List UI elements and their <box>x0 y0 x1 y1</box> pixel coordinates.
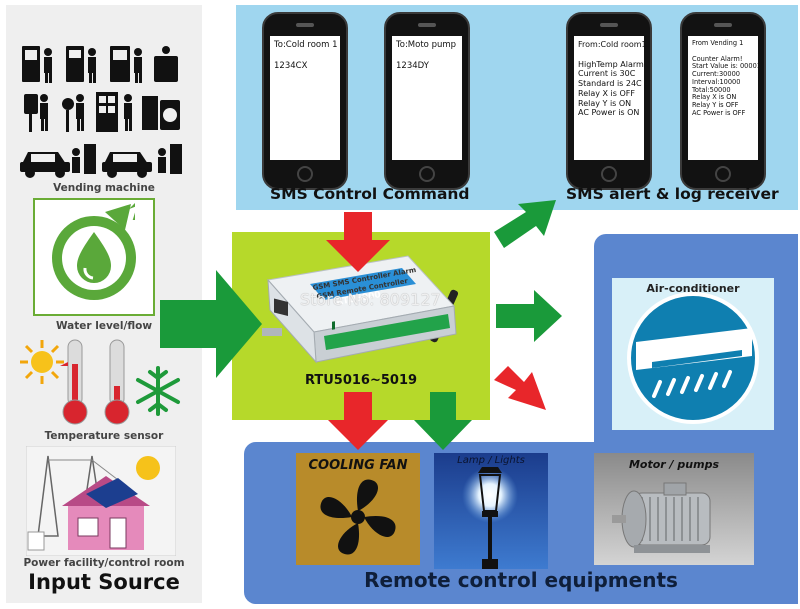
arrow-controller-to-alert <box>494 200 556 248</box>
sms-line: Interval:10000 <box>692 77 741 86</box>
home-button <box>715 166 731 182</box>
lamp-icon <box>434 453 548 569</box>
remote-equipment-title: Remote control equipments <box>364 568 678 592</box>
sms-line: Start Value is: 00001 <box>692 62 758 71</box>
sms-line: Counter Alarm! <box>692 54 743 63</box>
sms-line: AC Power is ON <box>578 108 640 118</box>
sms-line: Total:50000 <box>692 85 731 94</box>
sms-line: To:Cold room 1 <box>274 40 338 50</box>
motor-pump-label: Motor / pumps <box>628 458 719 471</box>
home-button <box>419 166 435 182</box>
sms-line: Standard is 24C <box>578 79 642 88</box>
temperature-sensor-label: Temperature sensor <box>44 430 164 442</box>
store-watermark: Store No: 809127 <box>300 290 441 309</box>
sms-control-title: SMS Control Command <box>270 185 470 203</box>
phone-alert-2: From Vending 1 Counter Alarm! Start Valu… <box>680 12 766 190</box>
sms-line: To:Moto pump <box>396 40 457 50</box>
sms-line: Relay Y is ON <box>578 98 632 108</box>
power-facility-label: Power facility/control room <box>23 557 185 569</box>
phone-control-2: To:Moto pump 1234DY <box>384 12 470 190</box>
cooling-fan-icon <box>296 453 420 565</box>
cooling-fan-label: COOLING FAN <box>308 458 408 473</box>
sms-line: AC Power is OFF <box>692 108 746 117</box>
phone-screen: From Vending 1 Counter Alarm! Start Valu… <box>688 36 758 160</box>
arrow-controller-to-motor <box>494 366 546 410</box>
arrow-input-to-controller <box>160 270 262 378</box>
sms-line: Current:30000 <box>692 70 740 79</box>
sms-line: 1234DY <box>396 60 429 71</box>
vending-machine-icon <box>20 46 182 178</box>
air-conditioner-icon <box>612 278 774 430</box>
controller-model-label: RTU5016~5019 <box>304 373 418 388</box>
sms-line: Relay X is ON <box>692 93 737 102</box>
home-button <box>297 166 313 182</box>
air-conditioner-label: Air-conditioner <box>646 282 740 295</box>
water-level-label: Water level/flow <box>55 320 153 332</box>
sms-line: From:Cold room1 <box>578 40 644 49</box>
sms-line: From Vending 1 <box>692 39 744 47</box>
phone-control-1: To:Cold room 1 1234CX <box>262 12 348 190</box>
gsm-controller-device <box>262 255 459 364</box>
arrow-sms-to-controller <box>326 212 390 272</box>
sms-alert-title: SMS alert & log receiver <box>566 185 779 203</box>
power-facility-icon <box>26 446 176 556</box>
sms-line: HighTemp Alarm! <box>578 59 644 69</box>
sms-line: Current is 30C <box>578 69 636 79</box>
vending-machine-label: Vending machine <box>53 182 155 194</box>
arrow-controller-to-ac <box>496 290 562 342</box>
phone-screen: From:Cold room1 HighTemp Alarm! Current … <box>574 36 644 160</box>
arrow-controller-to-lamp <box>414 392 472 450</box>
sms-line: Relay Y is OFF <box>692 101 739 110</box>
home-button <box>601 166 617 182</box>
input-source-title: Input Source <box>28 570 180 594</box>
temperature-sensor-icon <box>20 339 180 425</box>
phone-screen: To:Moto pump 1234DY <box>392 36 462 160</box>
arrow-controller-to-fan <box>328 392 388 450</box>
water-level-icon <box>33 198 155 316</box>
phone-screen: To:Cold room 1 1234CX <box>270 36 340 160</box>
sms-line: 1234CX <box>274 60 308 71</box>
sms-line: Relay X is OFF <box>578 88 635 98</box>
phone-alert-1: From:Cold room1 HighTemp Alarm! Current … <box>566 12 652 190</box>
motor-pump-icon <box>594 453 754 565</box>
lamp-label: Lamp / Lights <box>457 455 525 466</box>
